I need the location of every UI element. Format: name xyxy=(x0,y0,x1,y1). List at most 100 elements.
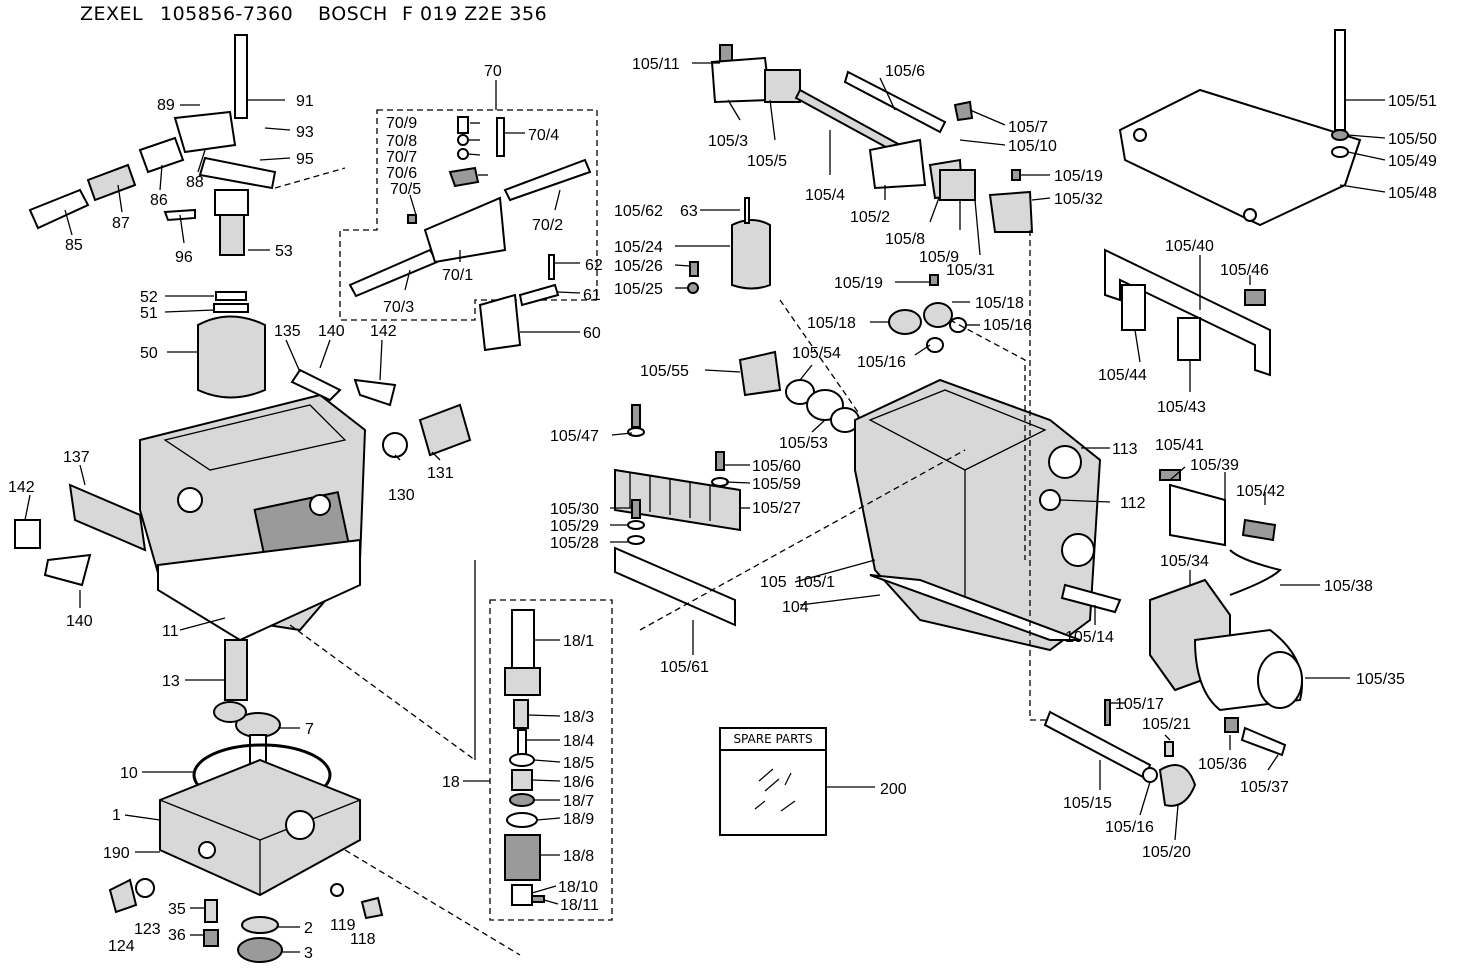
part-washer-70-8 xyxy=(457,134,469,146)
part-shaft-70-3 xyxy=(348,248,439,298)
label: 70/1 xyxy=(442,267,473,284)
label: 105/19 xyxy=(834,275,883,292)
label: 13 xyxy=(162,673,180,690)
housing-flange xyxy=(157,538,361,642)
group-18-outline xyxy=(489,599,613,921)
part-plate-140-left xyxy=(43,553,92,587)
part-block-88 xyxy=(173,110,237,154)
label: 105/31 xyxy=(946,262,995,279)
part-bracket-105-2 xyxy=(868,138,927,190)
label: 105/14 xyxy=(1065,629,1114,646)
label: 113 xyxy=(1112,441,1138,458)
label: 104 xyxy=(782,599,809,616)
part-plunger-18-1 xyxy=(511,609,535,671)
part-nut-105-55 xyxy=(738,350,782,397)
part-cup-50 xyxy=(197,315,266,399)
part-block-105-43 xyxy=(1177,317,1201,361)
label: 63 xyxy=(680,203,698,220)
label: 7 xyxy=(305,721,314,738)
label: 51 xyxy=(140,305,158,322)
label: 135 xyxy=(274,323,301,340)
part-gear-105-9 xyxy=(939,169,976,201)
part-oring-18-9 xyxy=(506,812,538,828)
label: 124 xyxy=(108,938,135,955)
part-screw-105-19-top xyxy=(1011,169,1021,181)
part-spring-18-6 xyxy=(511,769,533,791)
part-washer-105-50 xyxy=(1331,129,1349,141)
label: 105/42 xyxy=(1236,483,1285,500)
part-plate-142-top xyxy=(353,378,397,407)
part-washer-123 xyxy=(135,878,155,898)
label: 89 xyxy=(157,97,175,114)
label: 105/44 xyxy=(1098,367,1147,384)
label: 105/19 xyxy=(1054,168,1103,185)
label: 95 xyxy=(296,151,314,168)
part-pin-105-21 xyxy=(1164,741,1174,757)
part-rod-18-4 xyxy=(517,729,527,756)
part-gear-105-18-a xyxy=(888,309,922,335)
part-sleeve-105-32 xyxy=(988,190,1034,233)
housing-bore xyxy=(177,487,203,513)
part-washer-105-16-c xyxy=(1142,767,1158,783)
label: 18/4 xyxy=(563,733,594,750)
label: 105/35 xyxy=(1356,671,1405,688)
label: 119 xyxy=(330,917,356,934)
label: 112 xyxy=(1120,495,1146,512)
part-washer-105-16-b xyxy=(926,337,944,353)
label: 61 xyxy=(583,287,601,304)
label: 105/20 xyxy=(1142,844,1191,861)
label: 105/39 xyxy=(1190,457,1239,474)
label: 62 xyxy=(585,257,603,274)
label: 18/5 xyxy=(563,755,594,772)
part-screw-105-47 xyxy=(631,404,641,428)
label: 18/7 xyxy=(563,793,594,810)
part-shaft-105-14 xyxy=(1060,583,1122,614)
label: 70/9 xyxy=(386,115,417,132)
label: 105/4 xyxy=(805,187,845,204)
label: 190 xyxy=(103,845,130,862)
label: 70/8 xyxy=(386,133,417,150)
part-spring-53 xyxy=(219,214,245,256)
label: 105/61 xyxy=(660,659,709,676)
label: 105/26 xyxy=(614,258,663,275)
part-rack-105-27 xyxy=(614,468,741,532)
label: 105/32 xyxy=(1054,191,1103,208)
label: 18/8 xyxy=(563,848,594,865)
part-screw-105-36 xyxy=(1224,717,1239,733)
part-barrel-18-1 xyxy=(504,667,541,696)
label: 140 xyxy=(66,613,93,630)
part-bearing-3 xyxy=(237,937,283,963)
part-screw-35 xyxy=(204,899,218,923)
label: 142 xyxy=(8,479,35,496)
part-plate-70-6 xyxy=(448,166,480,188)
part-screw-105-46 xyxy=(1244,289,1266,306)
part-washer-130 xyxy=(382,432,408,458)
label: 18/9 xyxy=(563,811,594,828)
part-shaft-13 xyxy=(224,639,248,701)
label: 18 xyxy=(442,774,460,791)
label: 70/7 xyxy=(386,149,417,166)
label: 123 xyxy=(134,921,161,938)
part-lever-70-1 xyxy=(423,196,507,264)
part-plug-131 xyxy=(418,403,472,457)
label: 105/28 xyxy=(550,535,599,552)
part-washer-105-16-a xyxy=(949,317,967,333)
part-valve-18-8 xyxy=(504,834,541,881)
label: 105/37 xyxy=(1240,779,1289,796)
header-maker: ZEXEL xyxy=(80,3,144,25)
part-link-60 xyxy=(478,293,522,352)
label: 118 xyxy=(350,931,376,948)
part-bracket-105-3 xyxy=(710,56,772,104)
part-bolt-105-37 xyxy=(1240,726,1287,757)
spare-parts-title: SPARE PARTS xyxy=(721,729,825,751)
label: 70/2 xyxy=(532,217,563,234)
label: 105/27 xyxy=(752,500,801,517)
label: 105/10 xyxy=(1008,138,1057,155)
part-gasket-104 xyxy=(869,574,1081,641)
label: 70/5 xyxy=(390,181,421,198)
label: 93 xyxy=(296,124,314,141)
part-plug-113 xyxy=(1048,445,1082,479)
part-labels: 91 93 89 95 86 88 87 85 96 53 52 51 50 1… xyxy=(8,56,1437,962)
spare-parts-box: SPARE PARTS xyxy=(719,727,827,836)
label: 105/51 xyxy=(1388,93,1437,110)
